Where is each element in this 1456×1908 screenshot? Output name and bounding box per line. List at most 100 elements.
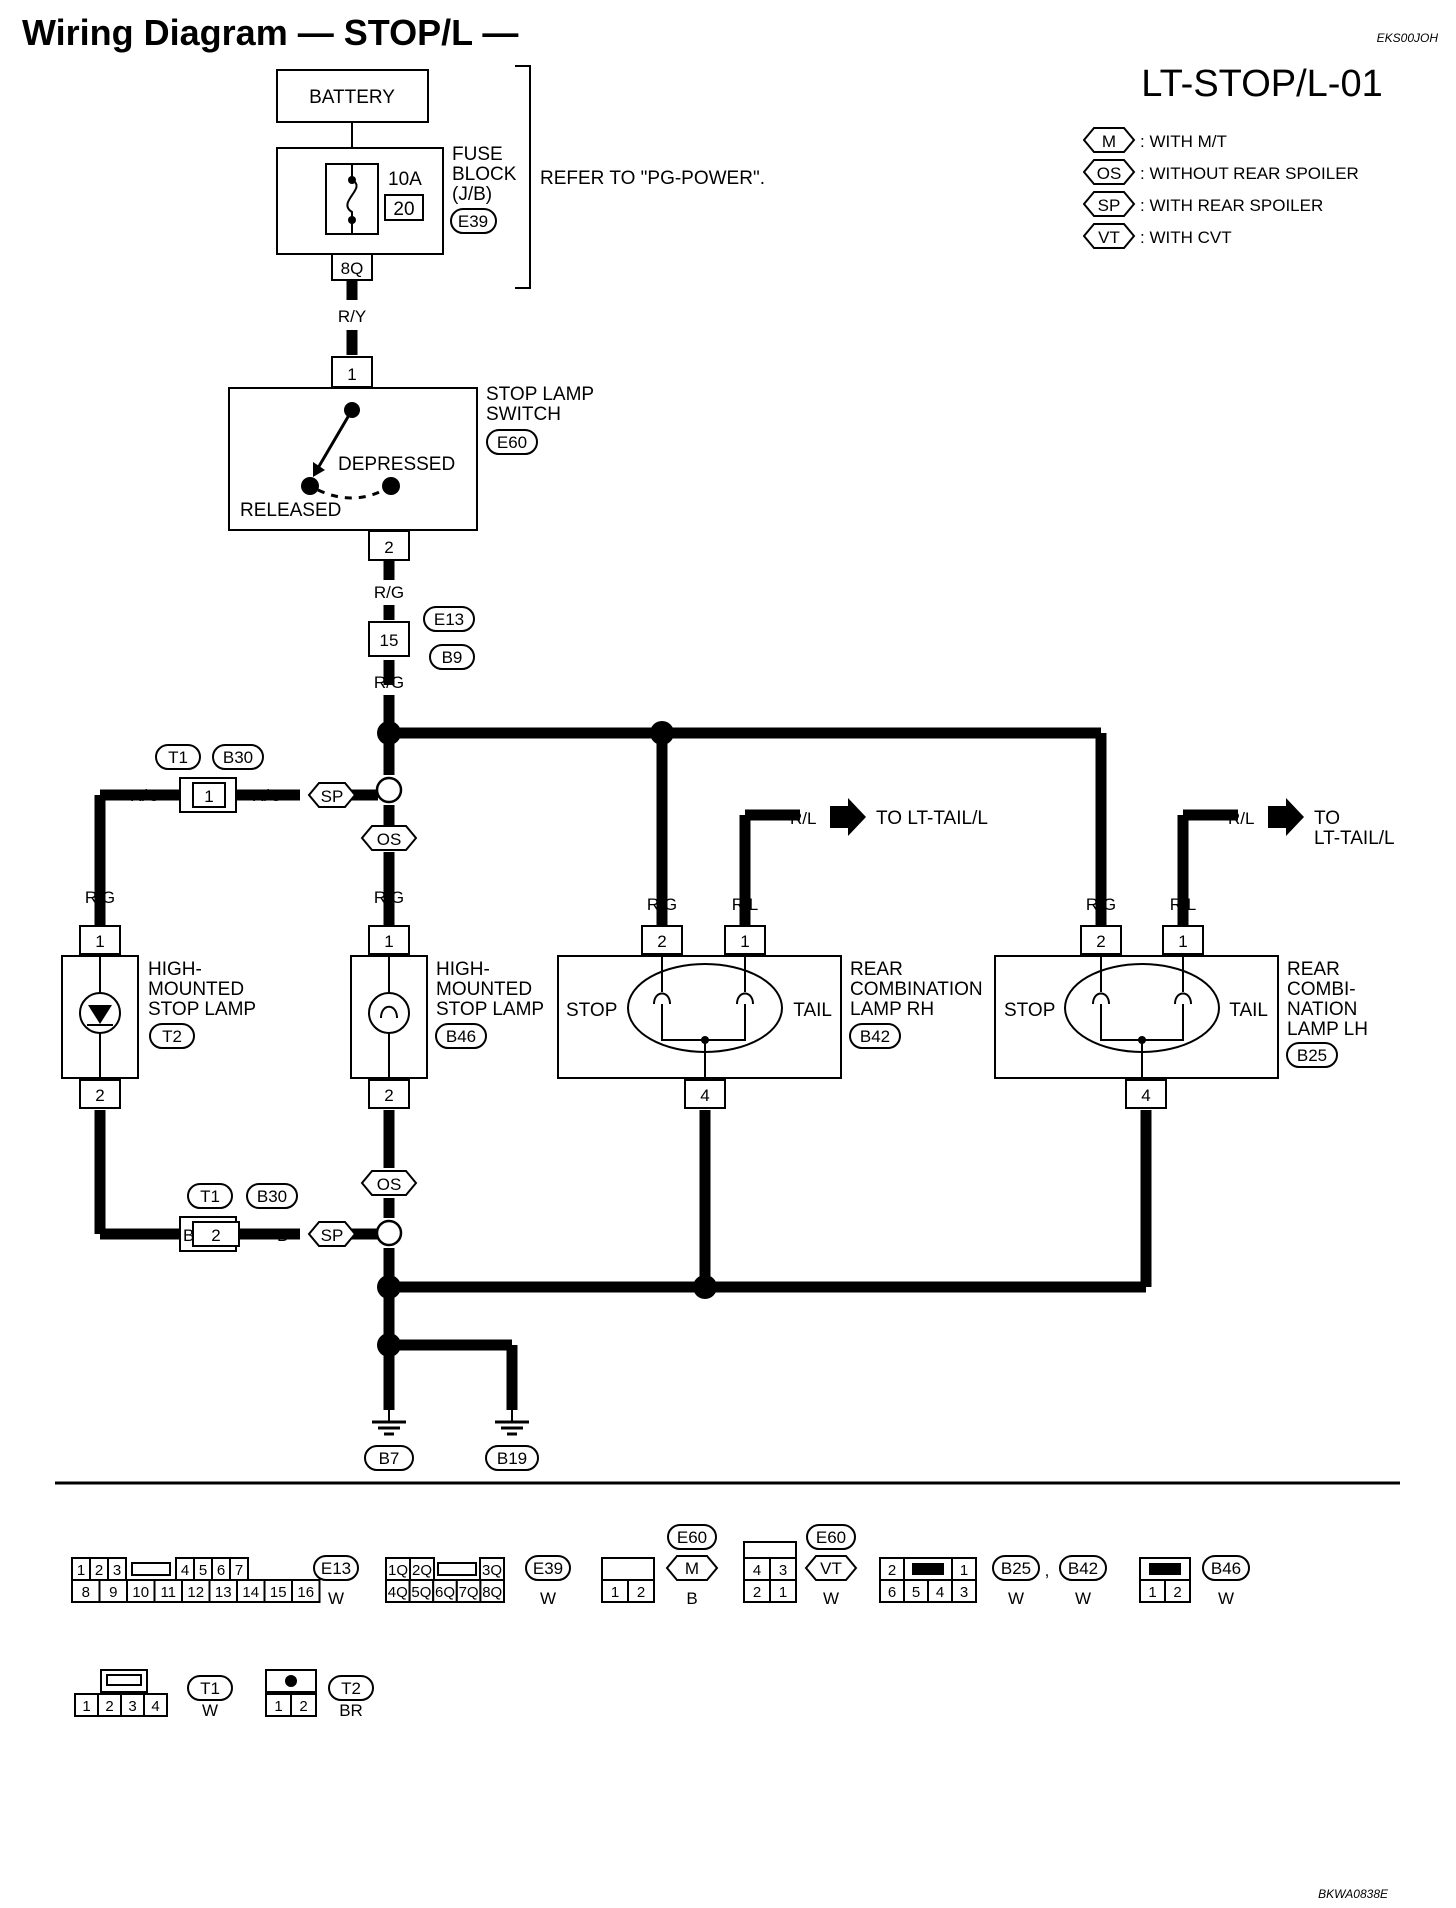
legend-text: : WITH REAR SPOILER <box>1140 196 1323 215</box>
fuse-pin-box <box>331 253 373 281</box>
pin-cell <box>1164 1579 1191 1603</box>
lamp-leads <box>661 956 746 992</box>
hmsl-led-pin-top: 1 <box>95 932 104 951</box>
wire-color-rg: R/G <box>374 888 404 907</box>
connector-tag-shape <box>212 744 264 770</box>
b30-connector: B30 <box>257 1187 287 1206</box>
connector-pin-box <box>1125 1079 1167 1109</box>
pin-number: 4 <box>936 1584 944 1601</box>
connector-latch <box>912 1563 944 1575</box>
rcl-rh-to-tail: TO LT-TAIL/L <box>876 808 988 829</box>
rcl-lh-pin-ground: 4 <box>1141 1086 1150 1105</box>
legend-item-vt: VT : WITH CVT <box>1082 223 1232 249</box>
pin-number: 4 <box>151 1698 159 1715</box>
switch-contact-released <box>301 477 319 495</box>
connector-tag-shape <box>429 644 475 670</box>
connector-tag-shape <box>187 1675 233 1701</box>
connector-t2-tag: T2 <box>341 1679 361 1698</box>
connector-t1-tag: T1 <box>200 1679 220 1698</box>
connector-pin-box <box>1162 925 1204 955</box>
connector-tag-shape <box>435 1023 487 1049</box>
pin-number: 2 <box>105 1698 113 1715</box>
connector-e60-tag: E60 <box>816 1528 846 1547</box>
t1-pin-1: 1 <box>204 787 213 806</box>
wire-color-b: B <box>383 1133 394 1152</box>
rcl-lh-label: LAMP LH <box>1287 1019 1368 1040</box>
connector-tag-shape <box>525 1555 571 1581</box>
pin-number: 1 <box>611 1584 619 1601</box>
pin-number: 7 <box>235 1562 243 1579</box>
rcl-rh-label: LAMP RH <box>850 999 934 1020</box>
t1-pin-2: 2 <box>211 1226 220 1245</box>
tail-filament-icon <box>736 992 754 1005</box>
rcl-lh-pin-stop: 2 <box>1096 932 1105 951</box>
wire-color-b: B <box>277 1226 288 1245</box>
option-os: OS <box>377 1175 402 1194</box>
connector-tag-shape <box>1059 1555 1107 1581</box>
rcl-rh-label: COMBINATION <box>850 979 983 1000</box>
legend-item-os: OS : WITHOUT REAR SPOILER <box>1082 159 1359 185</box>
option-os-lower: OS <box>360 1170 418 1196</box>
switch-state-released: RELEASED <box>240 500 341 521</box>
pin-number: 2Q <box>412 1562 432 1579</box>
legend-abbr: VT <box>1098 228 1120 247</box>
fuse-block-connector: E39 <box>458 212 488 231</box>
legend-abbr: SP <box>1098 196 1121 215</box>
pin-number: 8Q <box>482 1584 502 1601</box>
joint-connector-15: 15 E13 B9 <box>368 606 475 670</box>
wire-color-code: W <box>823 1589 839 1608</box>
refer-bracket <box>515 65 531 289</box>
pin-number: 10 <box>132 1584 149 1601</box>
pin-number: 2 <box>95 1562 103 1579</box>
pin-number: 4 <box>753 1562 761 1579</box>
pin-cell <box>951 1579 977 1603</box>
pin-number: 5 <box>199 1562 207 1579</box>
hmsl-bulb-pin-bottom: 2 <box>384 1086 393 1105</box>
pin-number: 9 <box>109 1584 117 1601</box>
pin-number: 1 <box>1148 1584 1156 1601</box>
separator: , <box>1045 1561 1050 1580</box>
page-title: Wiring Diagram — STOP/L — <box>22 12 518 53</box>
legend-abbr: OS <box>1097 164 1122 183</box>
wire-color-code: B <box>686 1589 697 1608</box>
stop-filament-icon <box>653 992 671 1005</box>
rcl-lh-pin-tail: 1 <box>1178 932 1187 951</box>
connector-b46-tag: B46 <box>1211 1559 1241 1578</box>
legend-item-m: M : WITH M/T <box>1082 127 1227 153</box>
connector-pin-box <box>684 1079 726 1109</box>
rcl-lh-to-tail: LT-TAIL/L <box>1314 828 1395 849</box>
rcl-rh-stop-label: STOP <box>566 1000 617 1021</box>
connector-tag-shape <box>155 744 201 770</box>
wire-color-b: B <box>506 1385 517 1404</box>
connector-pin-box <box>368 925 410 955</box>
pin-number: 2 <box>753 1584 761 1601</box>
joint-connector-a: E13 <box>434 610 464 629</box>
pin-cell <box>290 1693 317 1717</box>
battery-box <box>276 69 429 123</box>
connector-tag-shape <box>450 208 497 234</box>
hmsl-bulb-pin-top: 1 <box>384 932 393 951</box>
pin-number: 6 <box>217 1562 225 1579</box>
document-id: EKS00JOH <box>1377 31 1439 45</box>
pin-number: 11 <box>160 1584 176 1601</box>
pin-cell <box>291 1579 321 1603</box>
pin-number: 8 <box>82 1584 90 1601</box>
rcl-lh-label: NATION <box>1287 999 1357 1020</box>
t1-connector: T1 <box>200 1187 220 1206</box>
legend: M : WITH M/T OS : WITHOUT REAR SPOILER S… <box>1082 127 1359 249</box>
option-label: VT <box>820 1559 842 1578</box>
rear-combination-lamp-rh: R/G R/L 2 1 STOP TAIL 4 REAR COMBINATION… <box>557 798 988 1109</box>
switch-state-depressed: DEPRESSED <box>338 454 455 475</box>
refer-note: REFER TO "PG-POWER". <box>540 168 765 189</box>
ground-b19-label: B19 <box>497 1449 527 1468</box>
pin-cell <box>769 1579 797 1603</box>
connector-tag-shape <box>313 1555 359 1581</box>
wire-color-b: B <box>699 1133 710 1152</box>
hmsl-led-label: MOUNTED <box>148 979 244 1000</box>
